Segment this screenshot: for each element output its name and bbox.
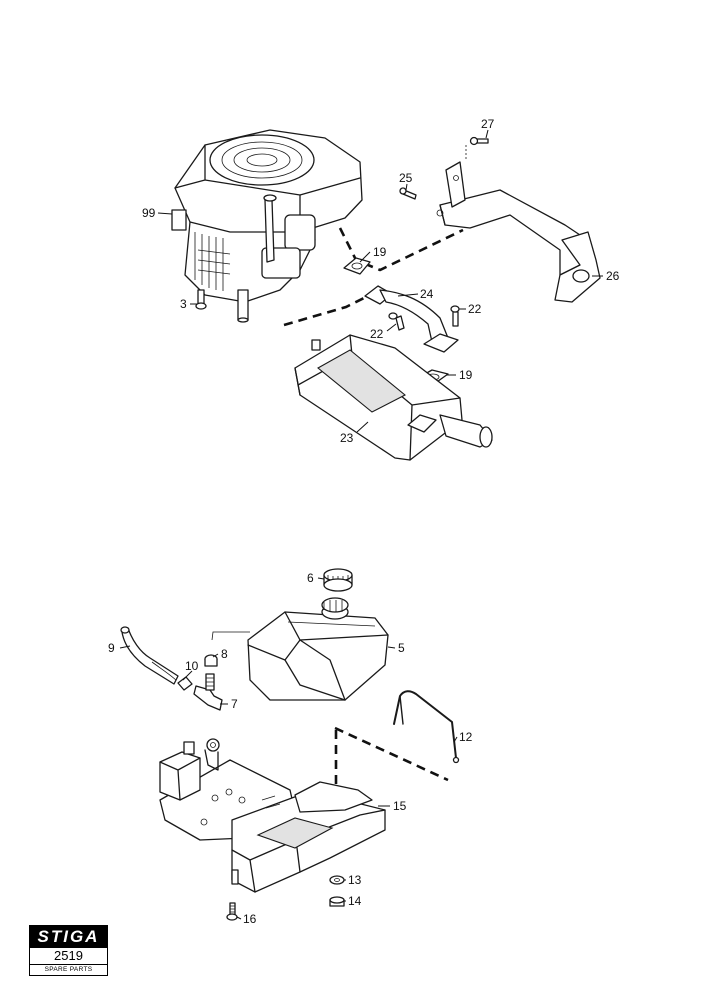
gasket-part-19-upper [343, 257, 371, 275]
callout-22-left: 22 [370, 327, 384, 341]
bolt-part-3 [195, 289, 207, 310]
callout-3: 3 [180, 297, 187, 311]
brand-logo: STIGA [30, 926, 107, 948]
callout-labels-top: 99 3 19 24 22 22 19 23 25 27 26 [142, 117, 620, 445]
fuel-hose-part-9 [120, 626, 179, 685]
dashed-assembly-line-tray [334, 726, 449, 782]
bolt-part-22-right [450, 305, 460, 327]
bracket-part-26 [436, 161, 601, 303]
callout-12: 12 [459, 730, 473, 744]
bolt-part-25 [399, 187, 417, 200]
callout-13: 13 [348, 873, 362, 887]
fuel-fitting-part-7 [193, 673, 223, 711]
callout-23: 23 [340, 431, 354, 445]
callout-24: 24 [420, 287, 434, 301]
hose-clamp-part-10 [177, 676, 193, 691]
tank-tray-part-15 [159, 738, 386, 893]
dashed-assembly-line-muffler [283, 288, 381, 327]
bolt-part-27 [469, 136, 489, 146]
callout-15: 15 [393, 799, 407, 813]
washer-part-13 [329, 875, 345, 885]
stiga-logo-box: STIGA 2519 SPARE PARTS [29, 925, 108, 976]
callout-9: 9 [108, 641, 115, 655]
nut-part-14 [329, 896, 345, 907]
bolt-part-16 [226, 902, 238, 921]
callout-8: 8 [221, 647, 228, 661]
spare-parts-caption: SPARE PARTS [44, 966, 93, 973]
callout-7: 7 [231, 697, 238, 711]
callout-5: 5 [398, 641, 405, 655]
callout-16: 16 [243, 912, 257, 926]
fuel-cap-part-6 [323, 568, 353, 592]
callout-22-right: 22 [468, 302, 482, 316]
callout-27: 27 [481, 117, 495, 131]
callout-14: 14 [348, 894, 362, 908]
callout-26: 26 [606, 269, 620, 283]
callout-6: 6 [307, 571, 314, 585]
engine-drawing [171, 129, 363, 323]
exhaust-pipe-part-24 [364, 285, 459, 353]
wire-bracket-part-12 [393, 690, 460, 764]
fuel-tank-part-5 [247, 597, 389, 701]
callout-19-lower: 19 [459, 368, 473, 382]
nut-part-8 [204, 654, 218, 667]
muffler-part-23 [294, 334, 493, 461]
callout-labels-bottom: 6 5 9 8 10 7 12 15 13 14 16 [108, 571, 473, 926]
callout-10: 10 [185, 659, 199, 673]
callout-25: 25 [399, 171, 413, 185]
callout-19-upper: 19 [373, 245, 387, 259]
assembly-line-fitting [211, 631, 250, 641]
leader-lines [119, 129, 603, 920]
diagram-number: 2519 [30, 948, 107, 965]
callout-99: 99 [142, 206, 156, 220]
bolt-part-22-left [388, 312, 405, 331]
